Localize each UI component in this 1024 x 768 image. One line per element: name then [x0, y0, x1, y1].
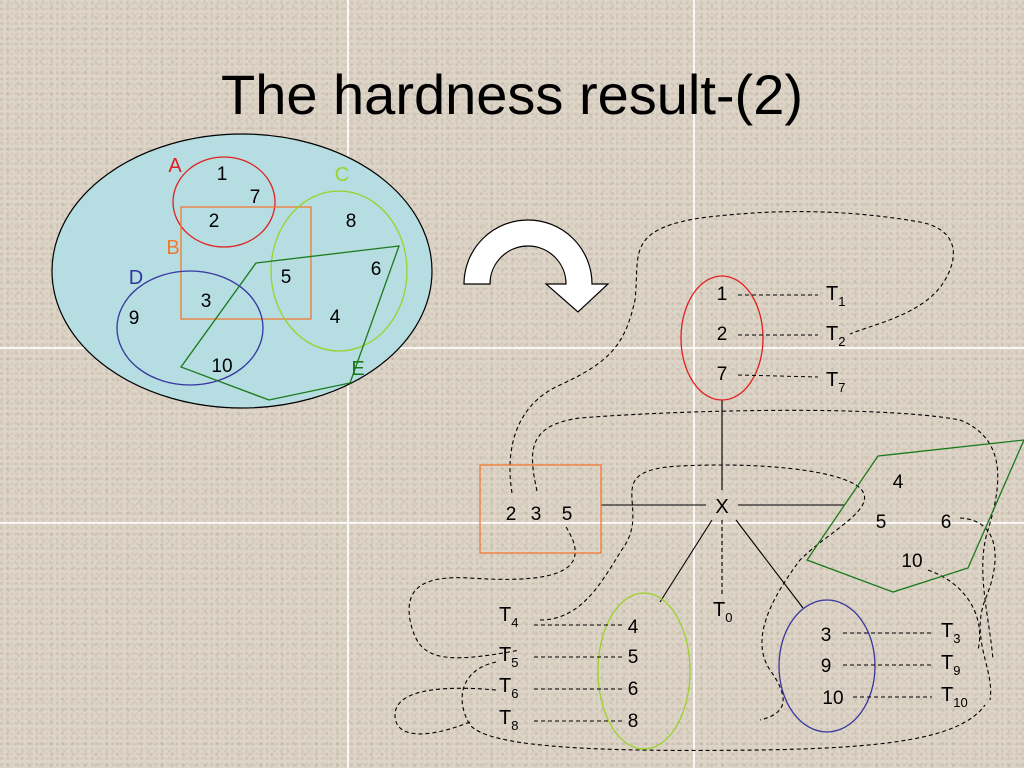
group-b-element: 3: [531, 504, 542, 525]
set-a-label: A: [168, 155, 182, 177]
group-a-ellipse: [680, 275, 764, 401]
set-e-label: E: [351, 358, 364, 380]
group-d-terminal: T9: [941, 652, 960, 678]
grid-line-h2: [0, 522, 1024, 524]
group-e-element: 6: [941, 512, 952, 533]
group-c-terminal: T6: [499, 675, 518, 701]
group-d-element: 10: [822, 688, 843, 709]
link-a3: [737, 374, 819, 378]
edge-x-to-d: [735, 519, 804, 609]
set-d-ellipse: [116, 270, 264, 386]
set-e-polygon: [179, 245, 400, 401]
left-element-5: 5: [281, 267, 292, 288]
group-c-element: 8: [628, 711, 639, 732]
left-element-1: 1: [217, 164, 228, 185]
group-d-element: 3: [821, 625, 832, 646]
group-c-element: 6: [628, 679, 639, 700]
left-element-8: 8: [346, 211, 357, 232]
set-d-label: D: [129, 267, 143, 289]
group-d-terminal: T10: [941, 684, 968, 710]
left-element-10: 10: [211, 356, 232, 377]
set-c-ellipse: [270, 190, 408, 352]
group-d-element: 9: [821, 656, 832, 677]
group-b-rect: [479, 464, 602, 554]
group-a-element: 7: [717, 364, 728, 385]
group-c-terminal: T8: [499, 707, 518, 733]
group-c-element: 4: [628, 617, 639, 638]
tree-boundary-10: [927, 569, 981, 651]
right-steiner-diagram: X T0 1 2 7 T1 T2 T7 2 3 5 4 5 6 10 4 5 6…: [394, 211, 1024, 751]
slide-title: The hardness result-(2): [220, 63, 803, 126]
tree-boundary-bottom: [461, 661, 986, 751]
group-c-terminal: T4: [499, 604, 518, 630]
group-c-ellipse: [597, 592, 691, 750]
set-b-rect: [180, 206, 312, 320]
group-a-element: 2: [717, 324, 728, 345]
group-d-ellipse: [778, 599, 876, 733]
group-a-terminal: T2: [826, 323, 845, 349]
group-d-terminal: T3: [941, 620, 960, 646]
left-element-6: 6: [371, 259, 382, 280]
tree-boundary-inner: [539, 464, 866, 721]
set-b-label: B: [166, 237, 179, 259]
left-element-4: 4: [330, 307, 341, 328]
tree-boundary-left: [394, 687, 497, 735]
group-c-terminal: T5: [499, 644, 518, 670]
group-b-element: 2: [506, 504, 517, 525]
curved-arrow-icon: [463, 219, 610, 313]
group-c-element: 5: [628, 647, 639, 668]
left-element-3: 3: [201, 291, 212, 312]
grid-line-h1: [0, 347, 1024, 349]
group-b-element: 5: [562, 504, 573, 525]
left-element-9: 9: [129, 308, 140, 329]
center-node-x: X: [715, 496, 728, 518]
group-a-element: 1: [717, 284, 728, 305]
group-e-element: 10: [901, 551, 922, 572]
group-a-terminal: T7: [826, 369, 845, 395]
terminal-t0: T0: [713, 599, 732, 625]
edge-x-to-c: [659, 519, 713, 603]
set-a-ellipse: [172, 156, 276, 248]
group-e-polygon: [805, 439, 1024, 593]
universe-ellipse: [51, 133, 433, 409]
tree-boundary-mid: [531, 409, 999, 661]
tree-boundary-outer: [509, 211, 954, 494]
left-element-7: 7: [250, 187, 261, 208]
left-set-diagram: A B C D E 1 7 2 8 6 5 3 4 9 10: [51, 133, 433, 409]
group-e-element: 5: [876, 512, 887, 533]
group-e-element: 4: [893, 472, 904, 493]
set-c-label: C: [335, 164, 349, 186]
group-a-terminal: T1: [826, 283, 845, 309]
left-element-2: 2: [209, 211, 220, 232]
tree-boundary-lower: [408, 526, 576, 659]
